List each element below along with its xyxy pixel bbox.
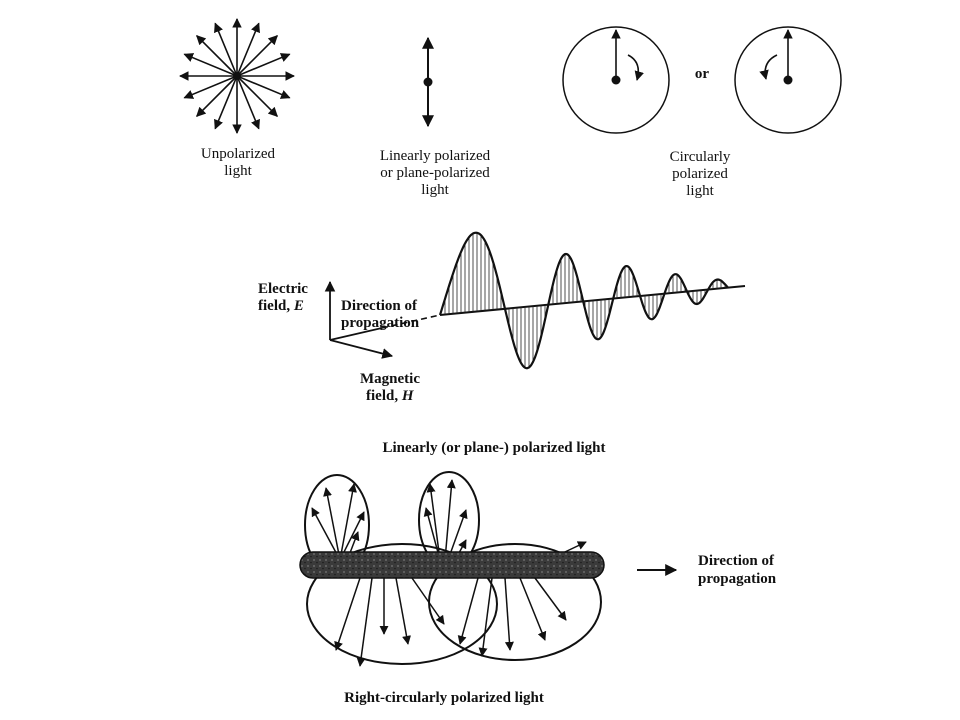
electric-field-wave [438,231,729,370]
polarization-vector [183,75,238,99]
field-vector [504,577,514,651]
polarization-vector [236,22,260,77]
polarization-vector [196,35,238,77]
unpolarized-label-line1: Unpolarized [201,146,276,162]
polarization-vector [214,22,238,77]
field-vector [444,479,456,561]
circular-wave-caption: Right-circularly polarized light [344,690,544,706]
circular-label-line2: polarized [672,166,728,182]
propagation-rod [299,551,605,579]
linear-label-line3: light [421,182,449,198]
axes [324,280,441,359]
field-vector [478,577,493,657]
field-vector [519,577,547,641]
polarization-vector [196,75,238,117]
electric-field-label-line2: field, E [258,298,304,314]
circular-symbol-clockwise [562,26,670,134]
linear-wave-caption: Linearly (or plane-) polarized light [382,440,605,456]
polarization-vector [236,35,278,77]
unpolarized-label-line2: light [224,163,252,179]
field-vector [457,577,479,645]
polarization-vector [236,53,291,77]
linear-polarized-symbol [422,36,434,128]
polarization-vector [236,75,278,117]
polarization-vector [236,75,260,130]
field-vector [339,483,357,561]
field-vector [411,577,445,625]
field-vector [334,577,361,651]
direction-label-line2: propagation [341,315,420,331]
magnetic-field-label-line2: field, H [366,388,415,404]
polarization-vector [236,75,291,99]
linear-label-line2: or plane-polarized [380,165,490,181]
or-label: or [695,66,710,82]
field-vector [323,487,341,561]
circular-direction-line1: Direction of [698,553,775,569]
magnetic-field-label-line1: Magnetic [360,371,420,387]
field-vector [534,577,567,621]
electric-field-label-line1: Electric [258,281,308,297]
circular-direction-line2: propagation [698,571,777,587]
circular-label-line1: Circularly [670,149,731,165]
unpolarized-light-symbol [179,18,295,134]
field-vector [356,577,373,667]
circular-symbol-counterclockwise [734,26,842,134]
field-vector [395,577,411,645]
linear-label-line1: Linearly polarized [380,148,491,164]
polarization-vector [183,53,238,77]
field-vector [426,483,441,561]
polarization-vector [214,75,238,130]
direction-label-line1: Direction of [341,298,418,314]
unpolarized-center-dot [233,72,241,80]
circular-label-line3: light [686,183,714,199]
